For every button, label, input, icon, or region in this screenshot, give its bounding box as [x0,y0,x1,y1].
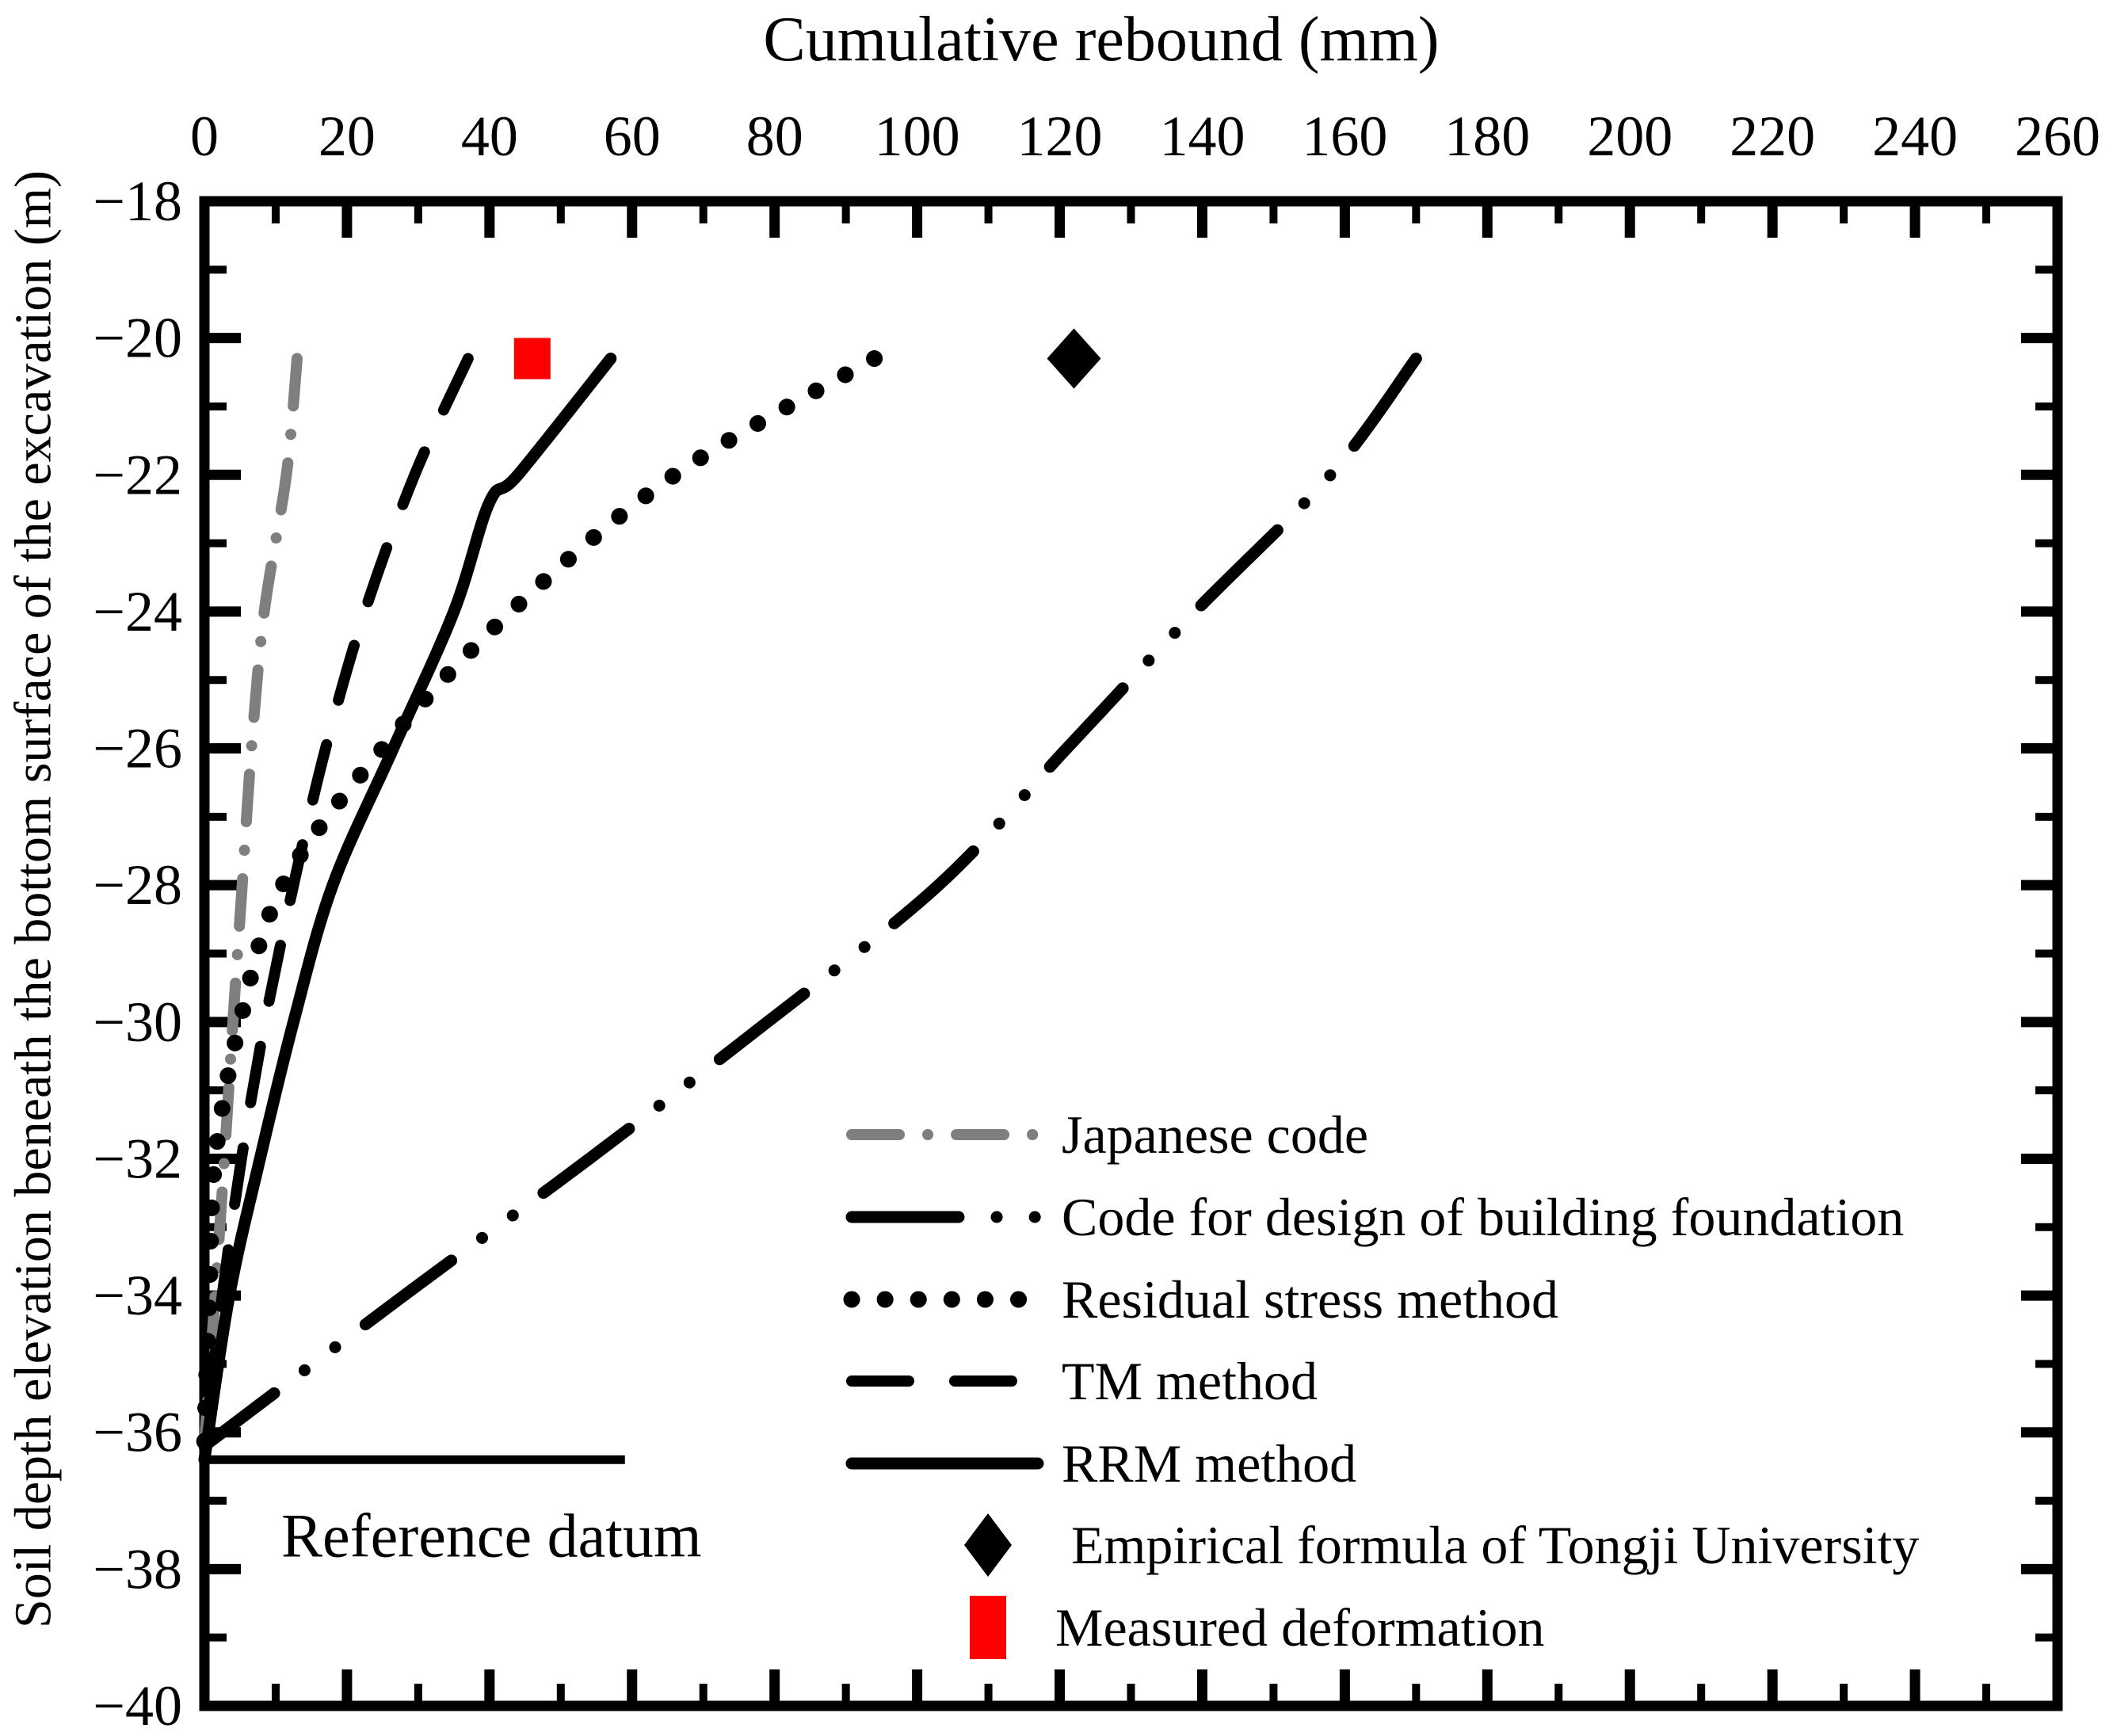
x-tick-label: 160 [1302,105,1387,168]
reference-datum-label: Reference datum [281,1501,702,1570]
residual-stress-method-line [196,350,883,1455]
legend-label-residual-stress-method: Residual stress method [1062,1269,1558,1330]
y-axis-title: Soil depth elevation beneath the bottom … [5,170,63,1628]
x-tick-label: 220 [1730,105,1815,168]
code-for-design-of-building-foundation-line [198,353,1422,1452]
y-tick-label: −26 [93,717,182,780]
y-tick-label: −36 [93,1401,182,1464]
legend-label-code-for-design-of-building-foundation: Code for design of building foundation [1062,1187,1904,1247]
legend-label-empirical-formula-of-tongji-university: Empirical formula of Tongji University [1071,1515,1919,1575]
x-tick-label: 40 [461,105,518,168]
legend-swatch-empirical-formula-of-tongji-university [964,1513,1012,1577]
empirical-formula-of-tongji-university-marker [1047,328,1101,389]
y-tick-label: −38 [93,1537,182,1601]
x-tick-label: 80 [746,105,803,168]
x-tick-label: 200 [1587,105,1672,168]
x-tick-label: 100 [875,105,960,168]
rrm-method-line [198,353,617,1466]
y-tick-label: −28 [93,853,182,917]
legend-label-rrm-method: RRM method [1062,1433,1356,1494]
x-tick-label: 20 [318,105,376,168]
x-tick-label: 0 [190,105,219,168]
legend-swatch-measured-deformation [970,1596,1006,1659]
y-tick-label: −22 [93,443,182,506]
tm-method-line [199,353,474,1452]
y-tick-label: −30 [93,990,182,1054]
x-tick-label: 140 [1159,105,1245,168]
x-tick-label: 260 [2015,105,2100,168]
y-tick-label: −20 [93,307,182,370]
y-tick-label: −18 [93,170,182,233]
legend-label-tm-method: TM method [1062,1351,1318,1411]
legend-label-measured-deformation: Measured deformation [1055,1597,1544,1658]
x-tick-label: 60 [604,105,661,168]
measured-deformation-marker [513,338,551,380]
x-axis-title: Cumulative rebound (mm) [763,5,1439,74]
legend-label-japanese-code: Japanese code [1062,1105,1368,1165]
y-tick-label: −32 [93,1127,182,1190]
y-tick-label: −40 [93,1674,182,1736]
x-tick-label: 180 [1444,105,1530,168]
y-tick-label: −24 [93,580,182,643]
y-tick-label: −34 [93,1264,182,1327]
x-tick-label: 120 [1017,105,1103,168]
japanese-code-line [199,353,303,1452]
x-tick-label: 240 [1872,105,1958,168]
